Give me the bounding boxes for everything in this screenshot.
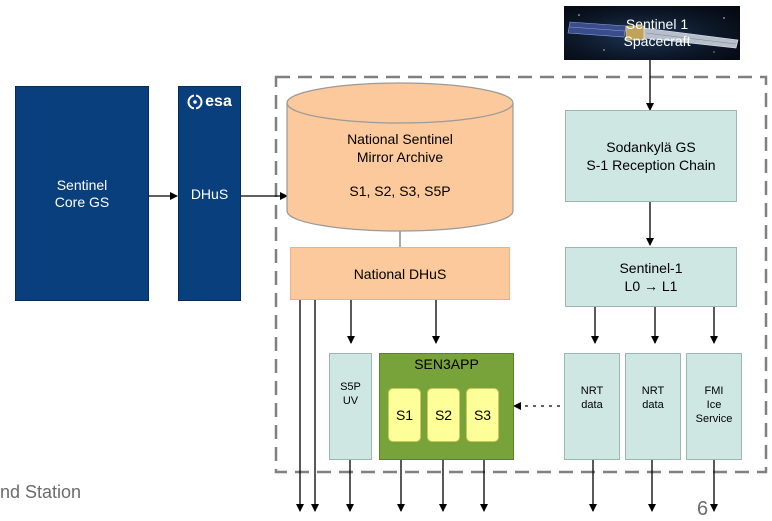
core-gs-label-line1: Sentinel <box>56 176 108 193</box>
sen3app-item-s2-label: S2 <box>434 407 453 423</box>
sen3app-item-s3: S3 <box>466 388 499 442</box>
esa-logo: esa <box>179 87 240 117</box>
sodankyla-gs-box: Sodankylä GS S-1 Reception Chain <box>565 110 737 202</box>
nrt2-label-line2: data <box>642 399 664 411</box>
spacecraft-label-line1: Sentinel 1 <box>625 16 689 32</box>
spacecraft-label-line2: Spacecraft <box>623 33 691 49</box>
sodankyla-label-line2: S-1 Reception Chain <box>586 157 716 173</box>
national-boundary <box>274 75 768 474</box>
dhus-label: DHuS <box>190 185 229 202</box>
esa-logo-text: esa <box>205 93 232 110</box>
archive-label-line3: S1, S2, S3, S5P <box>349 183 451 199</box>
sen3app-item-s1: S1 <box>388 388 421 442</box>
sen3app-item-s2: S2 <box>427 388 460 442</box>
sen3app-title: SEN3APP <box>414 356 479 372</box>
archive-label-line2: Mirror Archive <box>356 149 444 165</box>
esa-dhus-box: DHuS <box>178 86 241 301</box>
s5p-uv-box: S5P UV <box>329 353 372 460</box>
sodankyla-label-line1: Sodankylä GS <box>606 139 696 155</box>
fmi-label-line3: Service <box>695 413 733 425</box>
national-dhus-label: National DHuS <box>353 265 447 282</box>
spacecraft-image: Sentinel 1 Spacecraft <box>564 6 740 60</box>
nrt-data-box-2: NRT data <box>625 353 681 460</box>
sen3app-item-s1-label: S1 <box>395 407 414 423</box>
nrt1-label-line2: data <box>581 399 603 411</box>
archive-label: National Sentinel Mirror Archive S1, S2,… <box>287 130 513 200</box>
fmi-label-line2: Ice <box>706 399 722 411</box>
s5p-label-line2: UV <box>342 395 359 407</box>
sentinel1-processing-box: Sentinel-1 L0 → L1 <box>565 247 737 307</box>
sen3app-item-s3-label: S3 <box>473 407 492 423</box>
sen3app-box: SEN3APP S1 S2 S3 <box>379 353 514 460</box>
sentinel-core-gs-box: Sentinel Core GS <box>15 86 149 301</box>
nrt1-label-line1: NRT <box>580 385 604 397</box>
nrt2-label-line1: NRT <box>641 385 665 397</box>
archive-cylinder <box>286 82 514 232</box>
satellite-icon <box>567 14 739 53</box>
fmi-label-line1: FMI <box>704 385 724 397</box>
page-number: 6 <box>697 498 709 520</box>
footer-left-text: nd Station <box>0 482 82 502</box>
s5p-label-line1: S5P <box>340 381 361 393</box>
sentinel1-label-line2: L0 → L1 <box>624 278 678 294</box>
sentinel1-label-line1: Sentinel-1 <box>619 260 683 276</box>
fmi-ice-service-box: FMI Ice Service <box>686 353 742 460</box>
national-dhus-box: National DHuS <box>290 247 510 300</box>
nrt-data-box-1: NRT data <box>564 353 620 460</box>
esa-logo-icon <box>187 94 203 110</box>
archive-label-line1: National Sentinel <box>347 131 453 147</box>
core-gs-label-line2: Core GS <box>54 193 110 210</box>
